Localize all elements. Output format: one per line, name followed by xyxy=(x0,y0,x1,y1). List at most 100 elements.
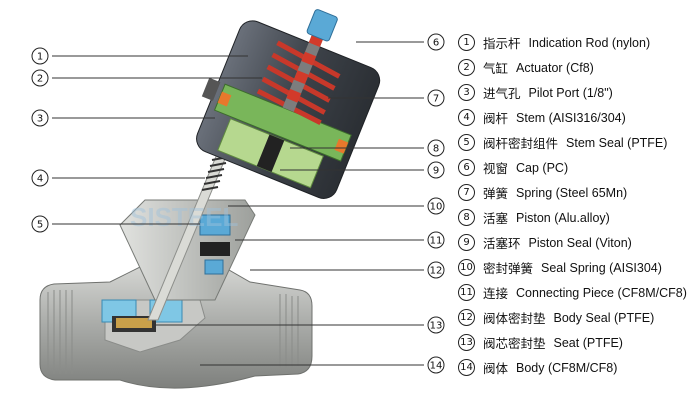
callout-11: 11 xyxy=(427,231,445,249)
callout-12: 12 xyxy=(427,261,445,279)
legend-row: 1 指示杆 Indication Rod (nylon) xyxy=(458,30,698,55)
legend-chinese-label: 活塞 xyxy=(483,211,509,226)
legend-english-label: Piston (Alu.alloy) xyxy=(516,210,610,225)
indication-rod xyxy=(282,25,327,112)
callout-number: 2 xyxy=(37,74,43,85)
legend-row: 2 气缸 Actuator (Cf8) xyxy=(458,55,698,80)
callout-circle xyxy=(427,161,445,179)
legend-english-label: Cap (PC) xyxy=(516,160,569,175)
legend-row: 5 阀杆密封组件 Stem Seal (PTFE) xyxy=(458,130,698,155)
callout-2: 2 xyxy=(31,69,49,87)
pilot-port xyxy=(201,77,221,101)
callout-number: 12 xyxy=(430,266,443,277)
legend-chinese-label: 进气孔 xyxy=(483,86,521,101)
callout-7: 7 xyxy=(427,89,445,107)
callout-circle xyxy=(427,89,445,107)
callout-number: 8 xyxy=(433,144,439,155)
legend-english-label: Pilot Port (1/8") xyxy=(528,85,613,100)
legend-english-label: Stem Seal (PTFE) xyxy=(566,135,668,150)
legend-chinese-label: 弹簧 xyxy=(483,186,509,201)
legend-number: 11 xyxy=(458,284,475,301)
legend-chinese-label: 阀体密封垫 xyxy=(483,311,546,326)
legend-english-label: Seal Spring (AISI304) xyxy=(541,260,662,275)
callout-number: 7 xyxy=(433,94,439,105)
cap xyxy=(306,9,338,42)
callout-circle xyxy=(427,197,445,215)
callout-number: 13 xyxy=(430,321,443,332)
callout-9: 9 xyxy=(427,161,445,179)
seat xyxy=(101,299,183,332)
legend-english-label: Connecting Piece (CF8M/CF8) xyxy=(516,285,687,300)
callout-number: 11 xyxy=(430,236,443,247)
legend-english-label: Actuator (Cf8) xyxy=(516,60,594,75)
legend-row: 7 弹簧 Spring (Steel 65Mn) xyxy=(458,180,698,205)
callout-number: 9 xyxy=(433,166,439,177)
legend-chinese-label: 指示杆 xyxy=(483,36,521,51)
legend-number: 7 xyxy=(458,184,475,201)
callout-number: 5 xyxy=(37,220,43,231)
watermark-text: SISTEEL xyxy=(130,202,238,232)
legend-row: 4 阀杆 Stem (AISI316/304) xyxy=(458,105,698,130)
legend-english-label: Seat (PTFE) xyxy=(553,335,623,350)
legend-english-label: Indication Rod (nylon) xyxy=(528,35,651,50)
parts-legend: 1 指示杆 Indication Rod (nylon) 2 气缸 Actuator (C… xyxy=(458,30,698,380)
legend-row: 10 密封弹簧 Seal Spring (AISI304) xyxy=(458,255,698,280)
callout-number: 1 xyxy=(37,52,43,63)
callout-4: 4 xyxy=(31,169,49,187)
legend-number: 2 xyxy=(458,59,475,76)
legend-row: 11 连接 Connecting Piece (CF8M/CF8) xyxy=(458,280,698,305)
seal-spring xyxy=(201,156,229,191)
legend-number: 4 xyxy=(458,109,475,126)
callout-number: 3 xyxy=(37,114,43,125)
legend-number: 14 xyxy=(458,359,475,376)
callout-circle xyxy=(31,169,49,187)
callout-circle xyxy=(427,139,445,157)
legend-english-label: Piston Seal (Viton) xyxy=(528,235,632,250)
legend-chinese-label: 视窗 xyxy=(483,161,509,176)
legend-row: 3 进气孔 Pilot Port (1/8") xyxy=(458,80,698,105)
callout-number: 14 xyxy=(430,361,443,372)
legend-number: 10 xyxy=(458,259,475,276)
callout-circle xyxy=(427,316,445,334)
legend-number: 1 xyxy=(458,34,475,51)
callout-5: 5 xyxy=(31,215,49,233)
callout-6: 6 xyxy=(427,33,445,51)
legend-number: 3 xyxy=(458,84,475,101)
callout-circle xyxy=(427,261,445,279)
callout-circle xyxy=(31,215,49,233)
legend-english-label: Spring (Steel 65Mn) xyxy=(516,185,628,200)
legend-number: 13 xyxy=(458,334,475,351)
callout-circle xyxy=(31,69,49,87)
actuator xyxy=(196,9,381,199)
legend-chinese-label: 连接 xyxy=(483,286,509,301)
legend-english-label: Body Seal (PTFE) xyxy=(553,310,655,325)
callout-13: 13 xyxy=(427,316,445,334)
legend-chinese-label: 阀杆密封组件 xyxy=(483,136,559,151)
legend-english-label: Body (CF8M/CF8) xyxy=(516,360,618,375)
legend-number: 8 xyxy=(458,209,475,226)
legend-number: 9 xyxy=(458,234,475,251)
legend-chinese-label: 活塞环 xyxy=(483,236,521,251)
callout-number: 6 xyxy=(433,38,439,49)
callout-10: 10 xyxy=(427,197,445,215)
legend-row: 14 阀体 Body (CF8M/CF8) xyxy=(458,355,698,380)
callout-number: 4 xyxy=(37,174,43,185)
callout-8: 8 xyxy=(427,139,445,157)
callout-circle xyxy=(31,47,49,65)
callout-circle xyxy=(427,231,445,249)
leader-lines xyxy=(52,41,424,366)
callout-circle xyxy=(427,356,445,374)
callout-number: 10 xyxy=(430,202,443,213)
legend-chinese-label: 阀杆 xyxy=(483,111,509,126)
legend-chinese-label: 阀体 xyxy=(483,361,509,376)
legend-number: 5 xyxy=(458,134,475,151)
legend-chinese-label: 密封弹簧 xyxy=(483,261,534,276)
legend-english-label: Stem (AISI316/304) xyxy=(516,110,626,125)
legend-chinese-label: 气缸 xyxy=(483,61,509,76)
callout-circle xyxy=(31,109,49,127)
